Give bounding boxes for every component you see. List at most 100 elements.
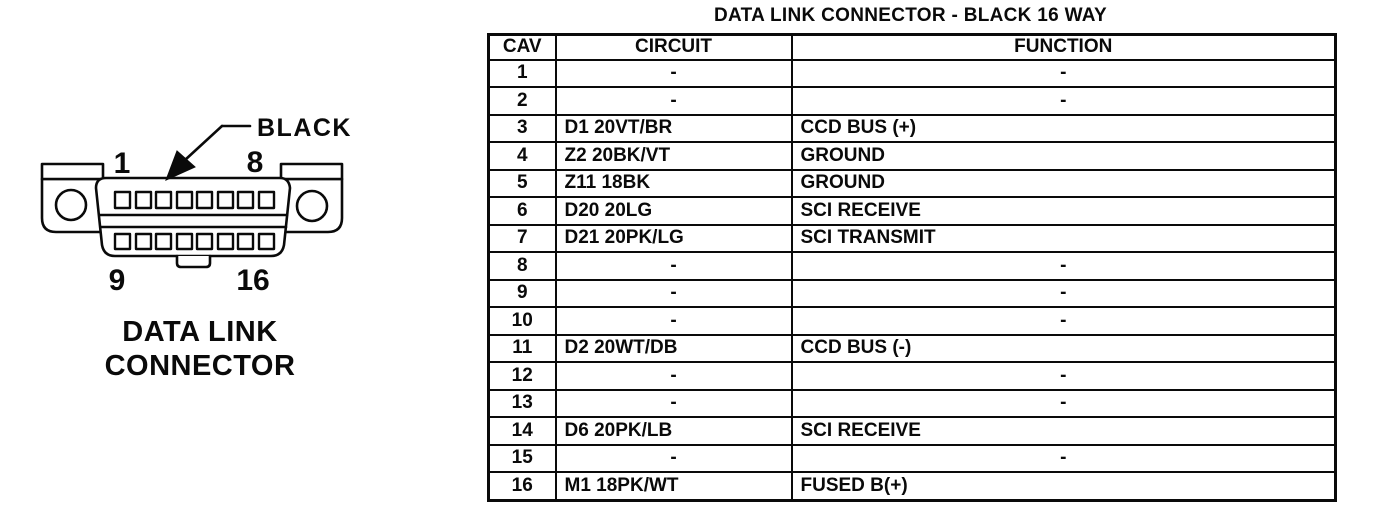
table-row: 1-- [487,58,1337,89]
pin-cavity [257,232,276,251]
cell-function: - [790,361,1337,391]
cell-function: GROUND [790,141,1337,171]
pin-cavity [195,232,214,251]
pin-label-9: 9 [109,264,126,297]
pin-cavity [175,232,194,251]
pin-cavity [134,190,153,210]
pin-label-16: 16 [236,264,269,297]
key-tab [175,254,212,269]
pin-cavity [195,190,214,210]
table-row: 9-- [487,278,1337,309]
cell-circuit: - [554,306,793,336]
cell-cav: 14 [487,416,557,446]
table-row: 10-- [487,306,1337,336]
cell-circuit: - [554,251,793,281]
cell-function: FUSED B(+) [790,471,1337,502]
cell-cav: 5 [487,168,557,199]
cell-circuit: Z2 20BK/VT [554,141,793,171]
cell-cav: 11 [487,333,557,364]
arrowhead-icon [165,150,196,181]
cell-cav: 13 [487,388,557,419]
mounting-hole-right-icon [295,189,329,223]
cell-function: - [790,388,1337,419]
pin-cavity [257,190,276,210]
diagram-caption-line2: CONNECTOR [105,350,296,382]
cell-cav: 15 [487,443,557,474]
cell-circuit: M1 18PK/WT [554,471,793,502]
table-row: 8-- [487,251,1337,281]
color-label: BLACK [257,114,352,142]
header-cav: CAV [487,33,557,61]
cell-cav: 8 [487,251,557,281]
cell-function: SCI TRANSMIT [790,223,1337,254]
cell-function: - [790,58,1337,89]
pin-cavity [175,190,194,210]
cell-circuit: - [554,58,793,89]
cell-circuit: - [554,443,793,474]
pin-cavity [134,232,153,251]
cell-circuit: Z11 18BK [554,168,793,199]
mounting-hole-left-icon [54,188,88,222]
pin-cavity [216,232,235,251]
diagram-caption-line1: DATA LINK [122,316,277,348]
cell-function: CCD BUS (-) [790,333,1337,364]
pin-cavity [154,232,173,251]
cell-circuit: D6 20PK/LB [554,416,793,446]
cell-cav: 7 [487,223,557,254]
cell-cav: 16 [487,471,557,502]
cell-function: - [790,306,1337,336]
cell-function: - [790,86,1337,116]
cell-cav: 10 [487,306,557,336]
cell-cav: 3 [487,113,557,144]
pin-label-1: 1 [114,147,131,180]
cell-circuit: - [554,361,793,391]
cell-circuit: - [554,278,793,309]
cell-cav: 1 [487,58,557,89]
table-row: 12-- [487,361,1337,391]
cell-function: SCI RECEIVE [790,196,1337,226]
cell-function: GROUND [790,168,1337,199]
cell-circuit: D21 20PK/LG [554,223,793,254]
pin-cavity [113,190,132,210]
header-circuit: CIRCUIT [554,33,793,61]
cell-circuit: D20 20LG [554,196,793,226]
pin-label-8: 8 [247,146,264,179]
cell-cav: 6 [487,196,557,226]
leader-line-diagonal [183,124,224,162]
cell-circuit: D2 20WT/DB [554,333,793,364]
mounting-ear-right-flange [279,162,344,181]
table-row: 2-- [487,86,1337,116]
table-title: DATA LINK CONNECTOR - BLACK 16 WAY [713,5,1108,26]
cell-circuit: - [554,86,793,116]
header-row: CAV CIRCUIT FUNCTION [487,33,1337,61]
table-row: 15-- [487,443,1337,474]
connector-diagram: BLACK 1 8 9 16 DATA LINK CONNECTOR [0,0,460,510]
pin-cavity [236,232,255,251]
table-row: 13-- [487,388,1337,419]
mounting-ear-left-flange [40,162,105,181]
pin-cavity [236,190,255,210]
cell-cav: 2 [487,86,557,116]
cell-function: - [790,443,1337,474]
cell-function: - [790,251,1337,281]
cell-cav: 9 [487,278,557,309]
header-function: FUNCTION [790,33,1337,61]
cell-circuit: D1 20VT/BR [554,113,793,144]
pin-cavity [154,190,173,210]
pin-cavity [216,190,235,210]
pin-cavity [113,232,132,251]
cell-function: SCI RECEIVE [790,416,1337,446]
cell-cav: 4 [487,141,557,171]
connector-drawing: BLACK 1 8 9 16 DATA LINK CONNECTOR [40,114,352,382]
cell-function: CCD BUS (+) [790,113,1337,144]
